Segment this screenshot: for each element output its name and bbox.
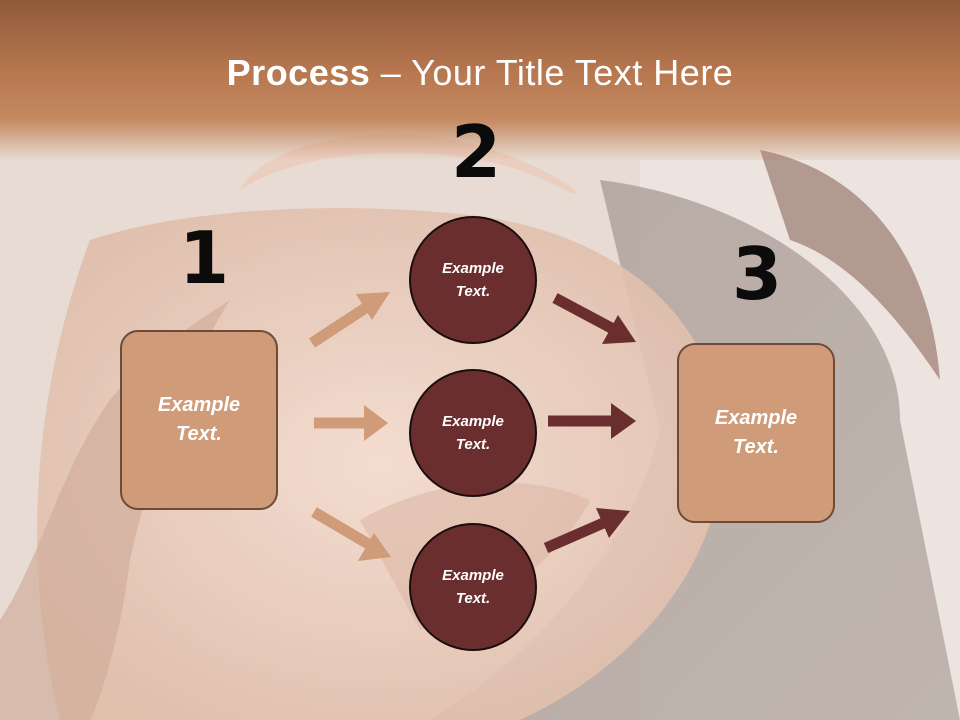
title-band [0,0,960,160]
circle-top: Example Text. [409,216,537,344]
box-step-3: Example Text. [677,343,835,523]
circle-middle: Example Text. [409,369,537,497]
arrow-bottom-to-right [543,508,630,554]
box-step-1: Example Text. [120,330,278,510]
arrow-left-to-top [308,292,390,348]
arrow-middle-to-right [548,403,636,439]
arrow-left-to-middle [314,405,388,441]
slide-title: Process – Your Title Text Here [0,52,960,94]
arrow-left-to-bottom [311,507,391,561]
circle-top-text: Example Text. [442,260,504,300]
step-number-2: 2 [451,110,502,194]
circle-bottom: Example Text. [409,523,537,651]
title-bold: Process [226,52,371,93]
title-rest: – Your Title Text Here [370,52,734,93]
box-step-1-text: Example Text. [157,394,241,445]
box-step-3-text: Example Text. [714,407,798,458]
step-number-3: 3 [732,232,783,316]
step-number-1: 1 [179,216,230,300]
arrow-top-to-right [552,293,636,344]
circle-bottom-text: Example Text. [442,567,504,607]
circle-middle-text: Example Text. [442,413,504,453]
